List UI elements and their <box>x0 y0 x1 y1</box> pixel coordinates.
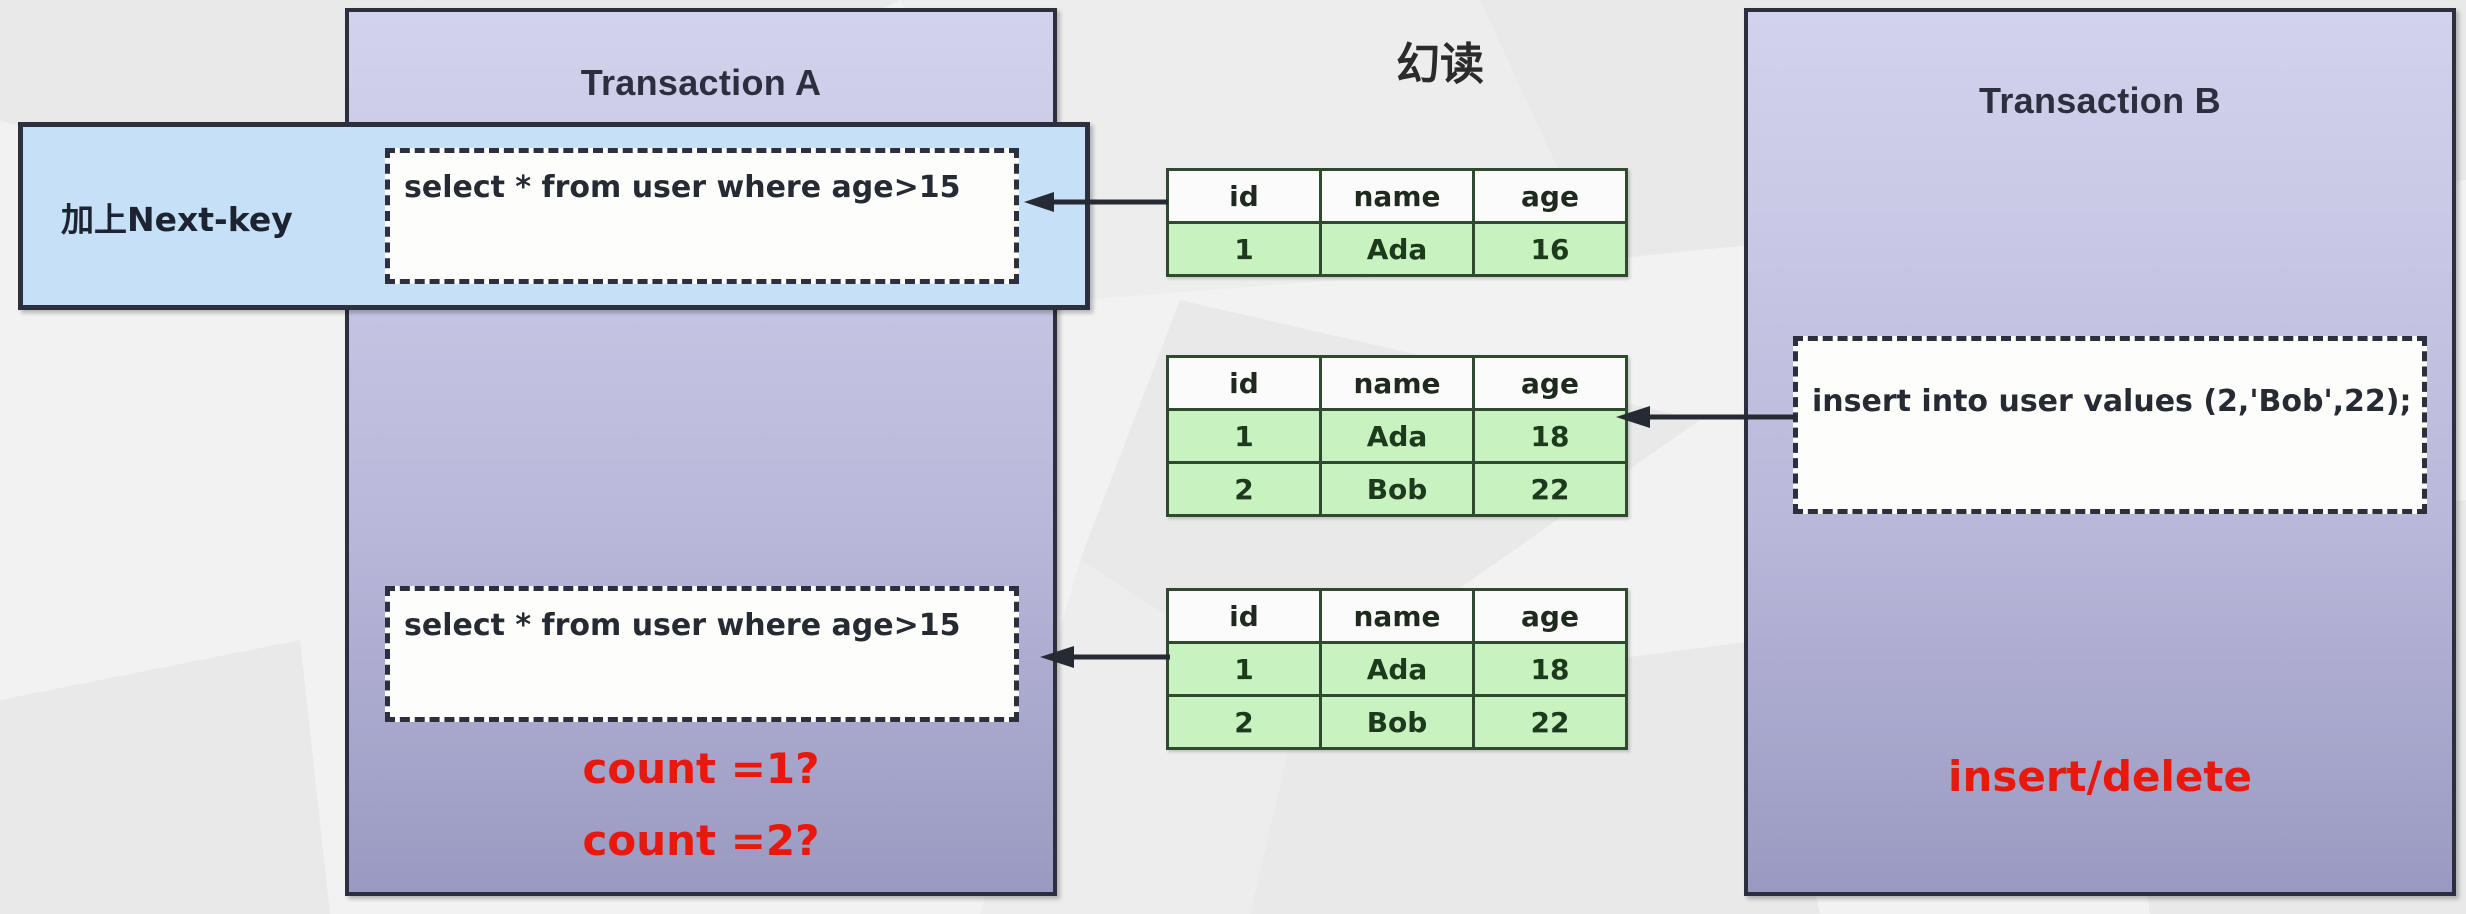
table-cell: Ada <box>1319 641 1475 697</box>
transaction-b-operation-note: insert/delete <box>1948 752 2252 801</box>
table-cell: Bob <box>1319 694 1475 750</box>
table-header-cell: name <box>1319 355 1475 411</box>
transaction-a-title: Transaction A <box>580 62 822 103</box>
arrow-table3-to-transaction-a <box>1040 646 1170 668</box>
table-header-cell: name <box>1319 588 1475 644</box>
table-cell: Ada <box>1319 408 1475 464</box>
table-cell: 16 <box>1472 221 1628 277</box>
transaction-a-first-select-statement: select * from user where age>15 <box>385 148 1019 284</box>
table-cell: 2 <box>1166 461 1322 517</box>
count-result-first: count =1? <box>582 744 820 793</box>
table-cell: 22 <box>1472 461 1628 517</box>
table-header-cell: id <box>1166 168 1322 224</box>
table-cell: 2 <box>1166 694 1322 750</box>
table-cell: Bob <box>1319 461 1475 517</box>
table-header-cell: age <box>1472 355 1628 411</box>
table-cell: 22 <box>1472 694 1628 750</box>
table-cell: 18 <box>1472 408 1628 464</box>
table-cell: 1 <box>1166 408 1322 464</box>
next-key-label: 加上Next-key <box>61 200 293 239</box>
transaction-b-insert-statement: insert into user values (2,'Bob',22); <box>1793 336 2427 514</box>
table-header-cell: id <box>1166 588 1322 644</box>
arrow-table1-to-transaction-a <box>1024 192 1168 212</box>
page-title: 幻读 <box>1396 39 1484 90</box>
arrow-transaction-b-to-table2 <box>1616 406 1796 428</box>
transaction-b-title: Transaction B <box>1979 80 2221 121</box>
table-cell: 18 <box>1472 641 1628 697</box>
count-result-second: count =2? <box>582 816 820 865</box>
table-cell: 1 <box>1166 221 1322 277</box>
transaction-a-second-select-statement: select * from user where age>15 <box>385 586 1019 722</box>
table-cell: 1 <box>1166 641 1322 697</box>
table-header-cell: name <box>1319 168 1475 224</box>
table-cell: Ada <box>1319 221 1475 277</box>
table-header-cell: age <box>1472 168 1628 224</box>
table-header-cell: age <box>1472 588 1628 644</box>
table-header-cell: id <box>1166 355 1322 411</box>
